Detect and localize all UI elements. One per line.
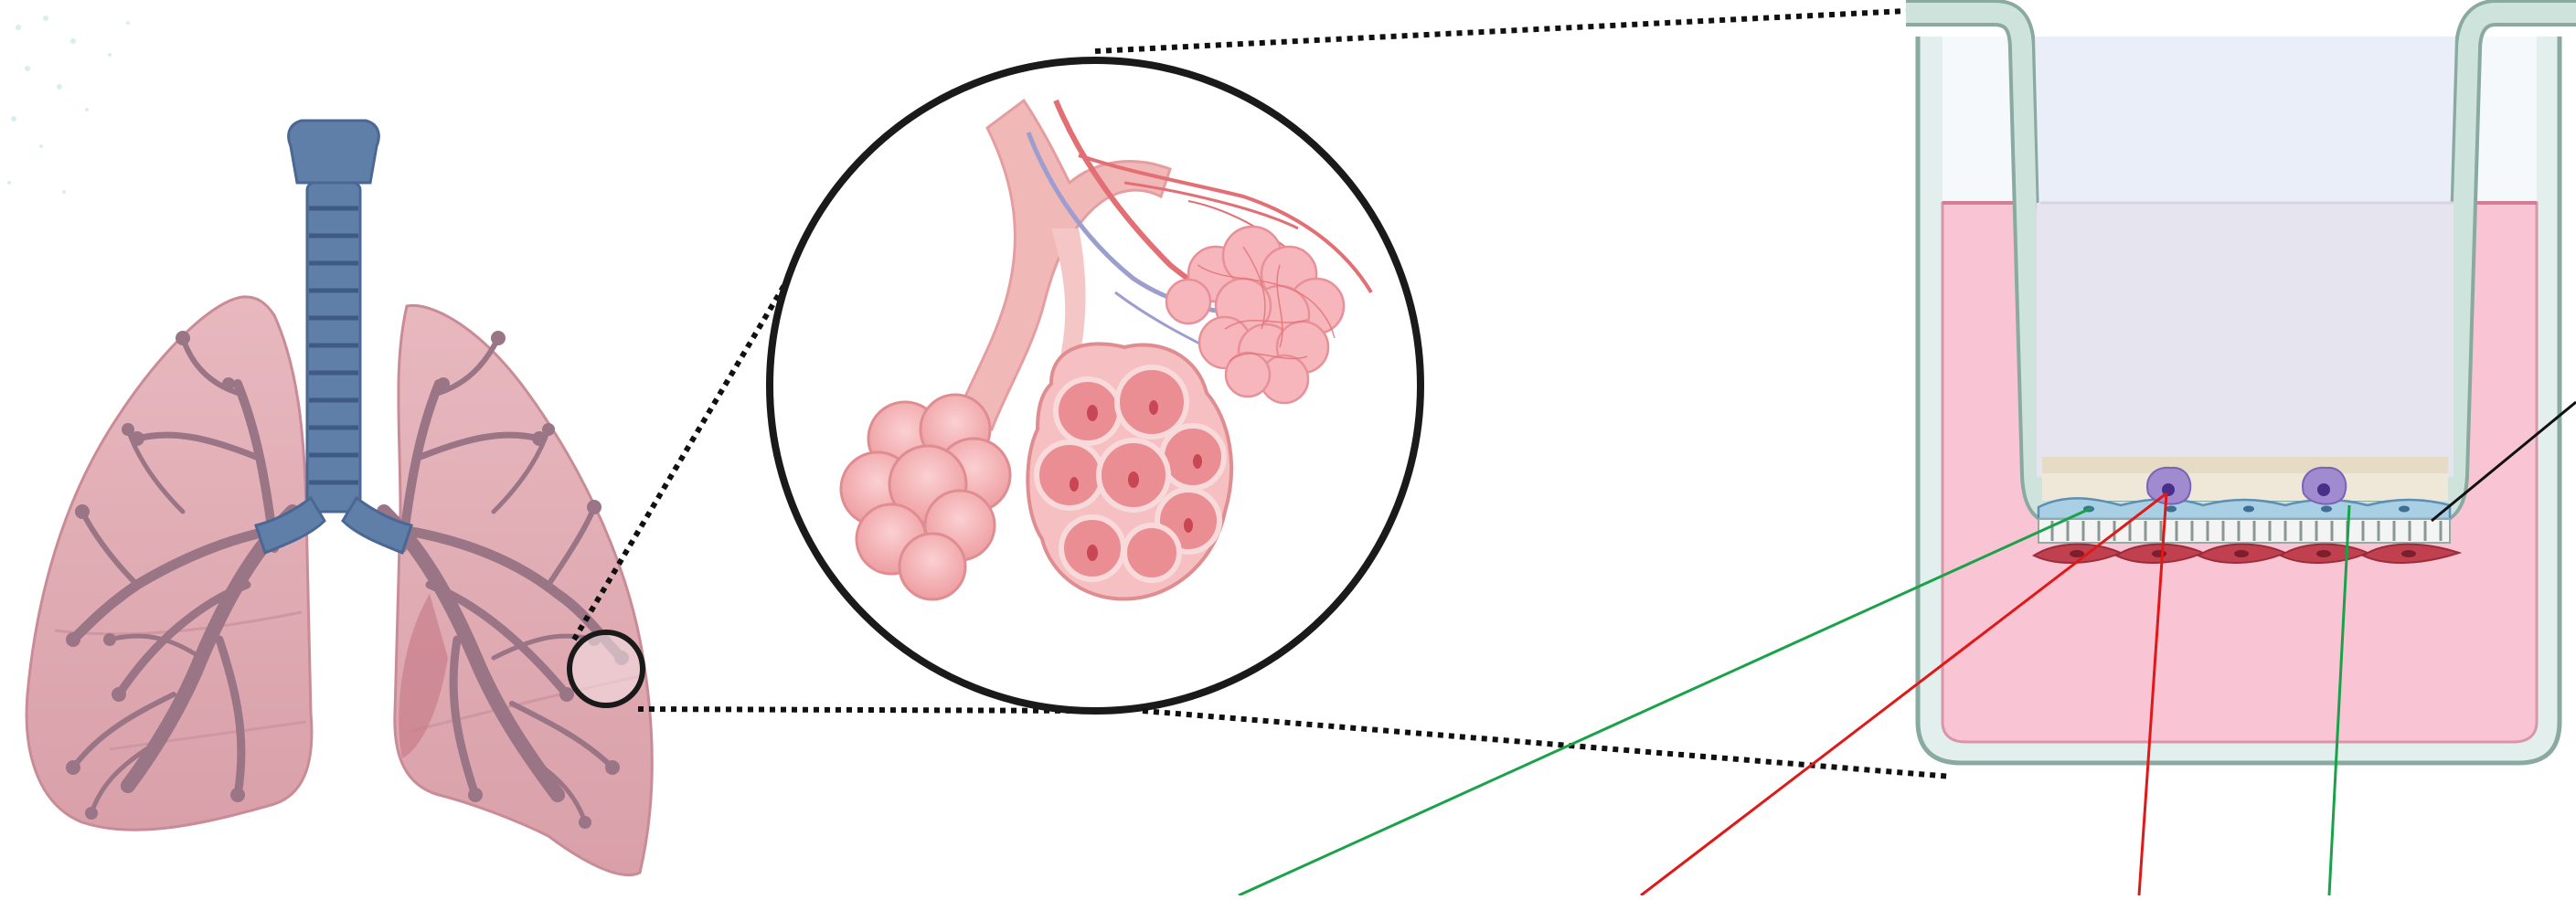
alveolar-sac-cross-section (1027, 344, 1231, 598)
porous-membrane (2038, 519, 2450, 543)
alveoli-zoom-panel (770, 60, 1421, 711)
background-dots (7, 16, 130, 194)
epithelial-monolayer (2038, 498, 2450, 519)
lungs-illustration (27, 121, 652, 875)
transwell-insert-panel (1906, 13, 2576, 763)
lung-magnifier-circle (569, 632, 643, 705)
